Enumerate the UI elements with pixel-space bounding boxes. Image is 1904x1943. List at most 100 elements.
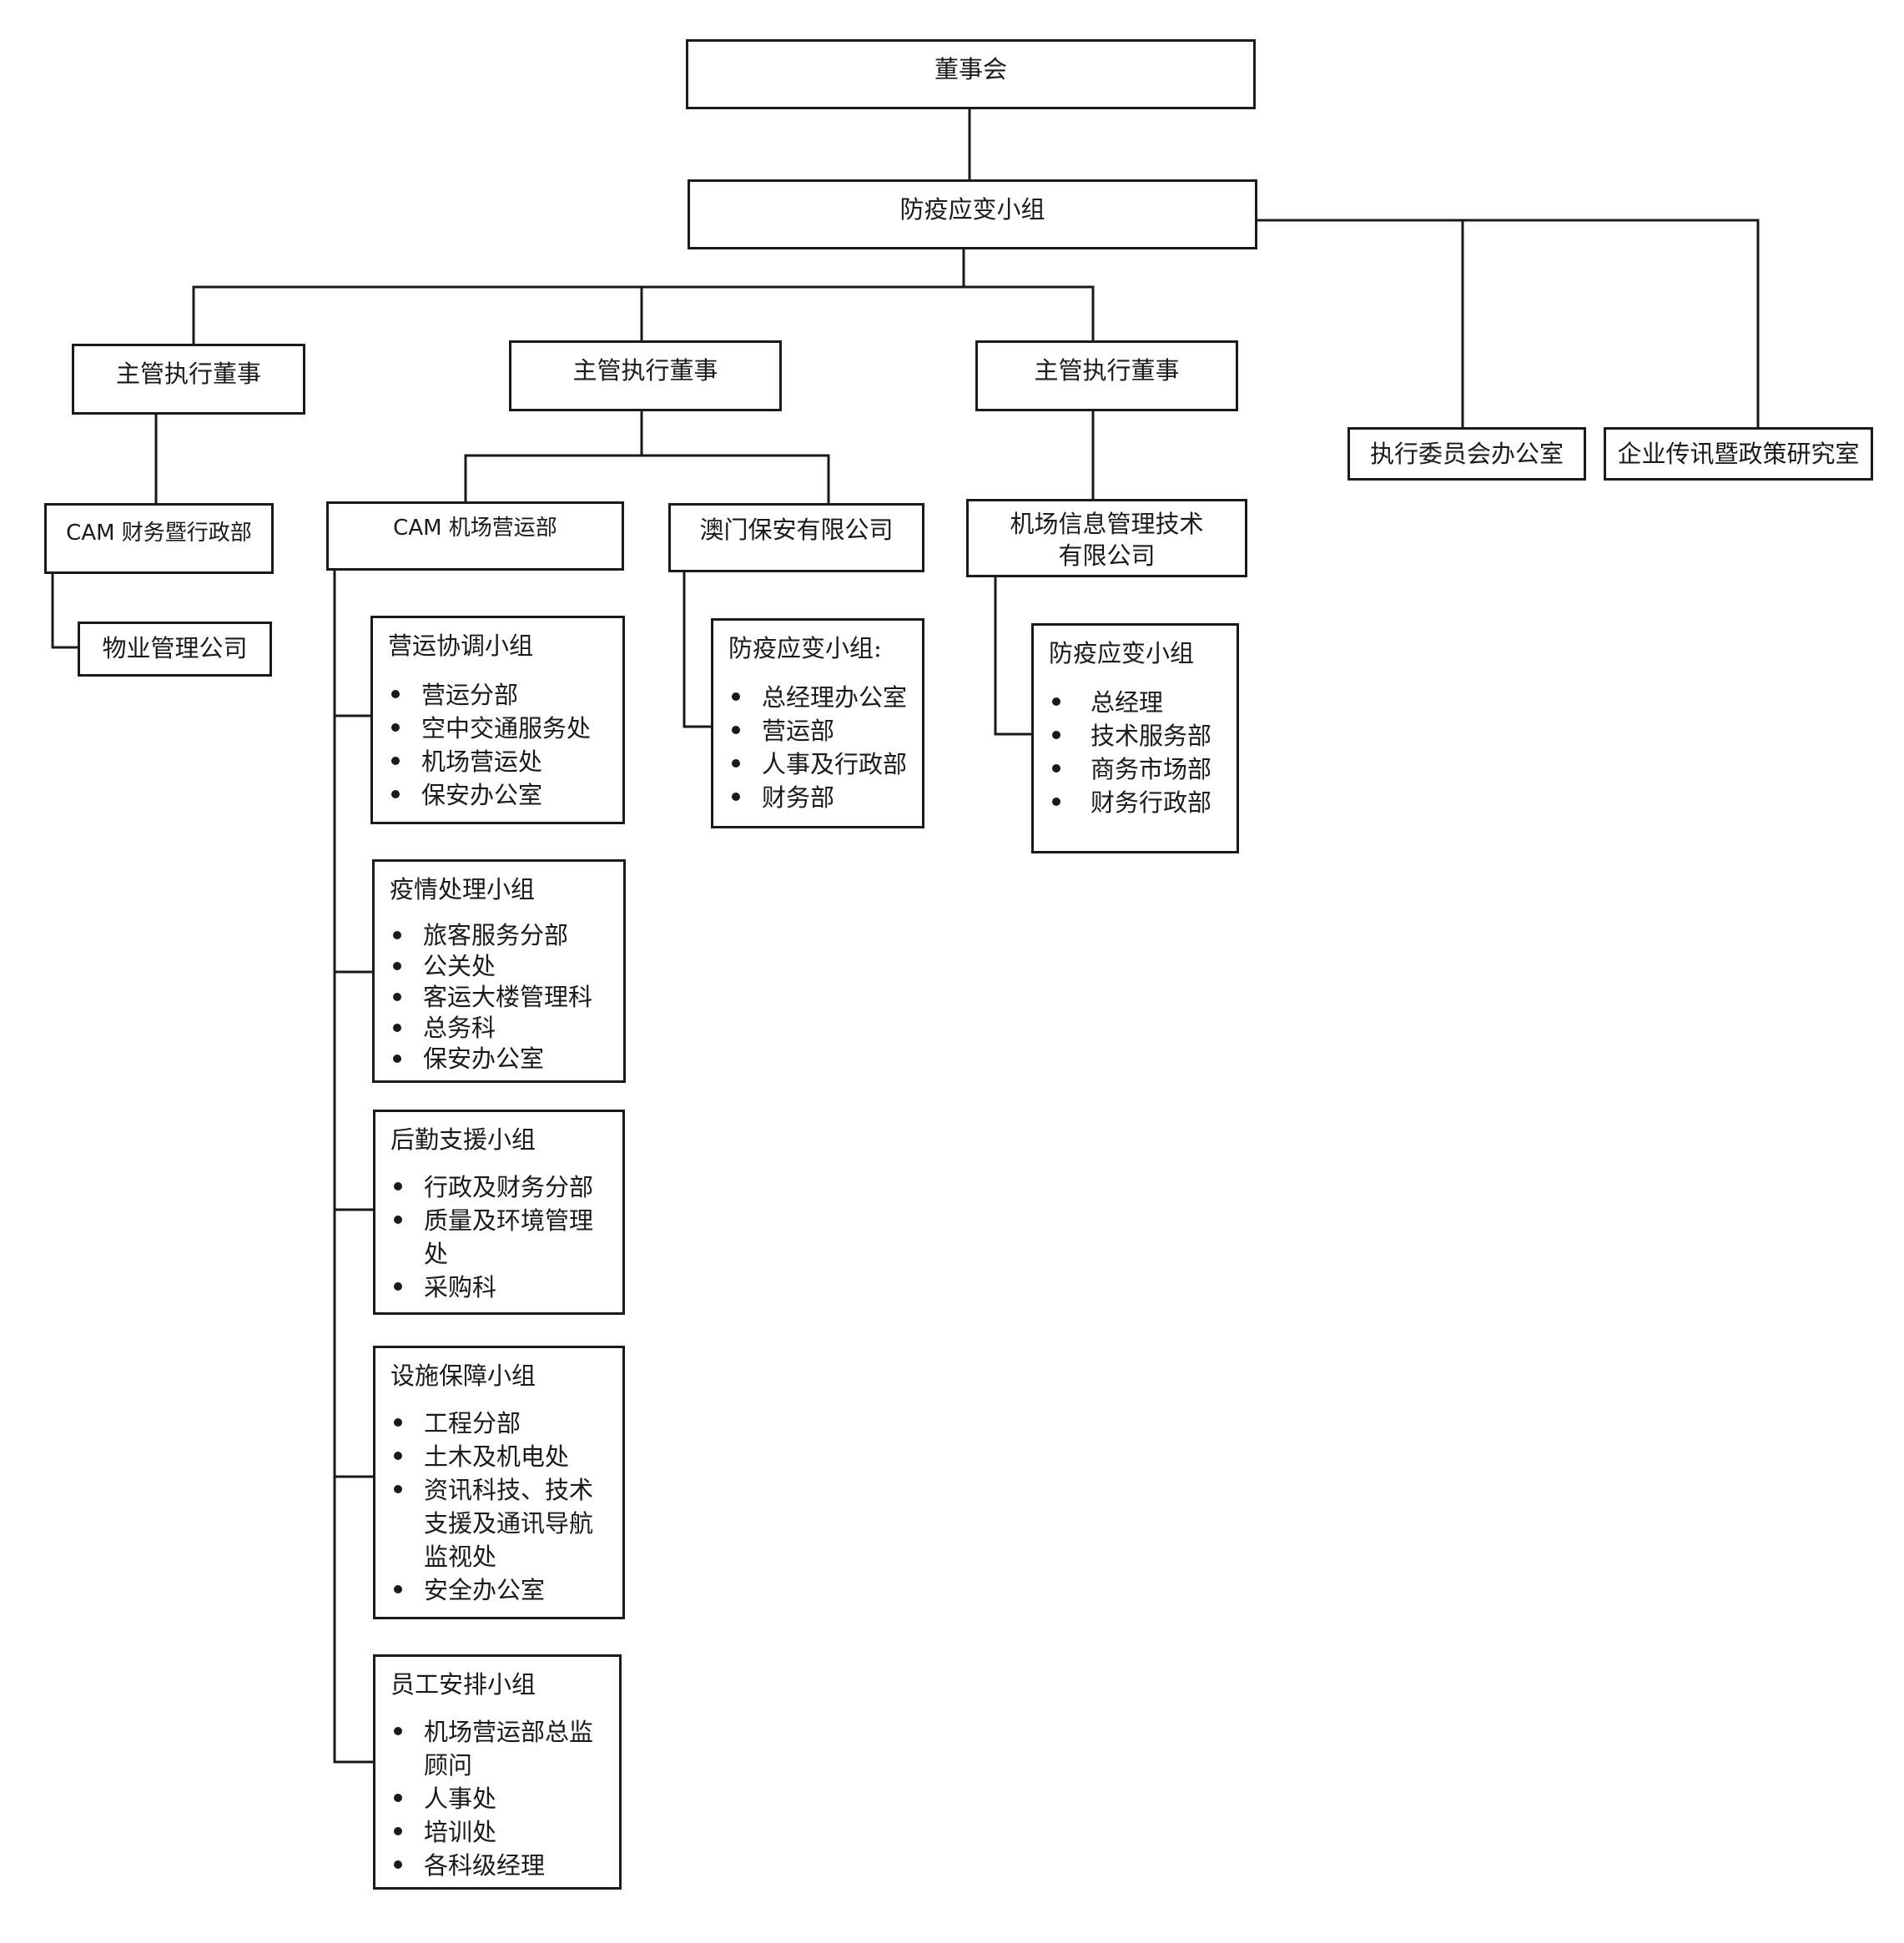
list-item-text: 营运部 <box>762 717 835 745</box>
task-force-title: 防疫应变小组 <box>899 195 1045 224</box>
bullet-icon <box>393 993 401 1001</box>
list-item: 技术服务部 <box>1047 719 1230 753</box>
director-title-left: 主管执行董事 <box>115 360 261 388</box>
bullet-icon <box>394 1182 402 1190</box>
airport-ops-title: CAM 机场营运部 <box>393 516 557 541</box>
list-item: 土木及机电处 <box>389 1440 604 1473</box>
security-company-box: 澳门保安有限公司 <box>668 503 924 572</box>
bullet-icon <box>394 1452 402 1460</box>
bullet-icon <box>1052 697 1060 706</box>
bullet-icon <box>1052 798 1060 806</box>
board-title: 董事会 <box>934 55 1007 83</box>
list-item: 资讯科技、技术支援及通讯导航监视处 <box>389 1473 604 1573</box>
list-item: 质量及环境管理处 <box>389 1204 604 1271</box>
board-box: 董事会 <box>686 39 1256 109</box>
bullet-icon <box>1052 731 1060 739</box>
list-item-text: 行政及财务分部 <box>424 1173 594 1201</box>
it-company-title-line1: 机场信息管理技术 <box>1010 510 1204 538</box>
list-item: 行政及财务分部 <box>389 1170 604 1204</box>
security-task-group: 防疫应变小组: 总经理办公室 营运部 人事及行政部 财务部 <box>711 618 924 828</box>
bullet-icon <box>393 931 401 939</box>
list-item-text: 各科级经理 <box>424 1851 546 1880</box>
exec-office-title: 执行委员会办公室 <box>1369 440 1564 468</box>
bullet-icon <box>394 1827 402 1835</box>
list-item-text: 工程分部 <box>424 1409 521 1437</box>
list-item: 人事处 <box>389 1782 601 1815</box>
facilities-title: 设施保障小组 <box>390 1362 536 1390</box>
property-mgmt-box: 物业管理公司 <box>78 622 272 677</box>
security-company-title: 澳门保安有限公司 <box>699 516 894 544</box>
list-item: 财务行政部 <box>1047 786 1230 819</box>
bullet-icon <box>394 1216 402 1224</box>
list-item-text: 旅客服务分部 <box>423 921 569 949</box>
bullet-icon <box>394 1585 402 1593</box>
list-item-text: 安全办公室 <box>424 1576 546 1604</box>
bullet-icon <box>394 1418 402 1427</box>
list-item-text: 保安办公室 <box>423 1044 545 1073</box>
list-item-text: 总经理 <box>1091 688 1164 717</box>
list-item-text: 技术服务部 <box>1091 722 1212 750</box>
finance-admin-box: CAM 财务暨行政部 <box>44 503 274 574</box>
exec-office-box: 执行委员会办公室 <box>1347 427 1586 481</box>
list-item-text: 保安办公室 <box>421 781 543 809</box>
epidemic-group: 疫情处理小组 旅客服务分部 公关处 客运大楼管理科 总务科 保安办公室 <box>372 859 626 1083</box>
list-item-text: 质量及环境管理处 <box>424 1206 594 1268</box>
list-item: 总经理办公室 <box>727 681 915 714</box>
list-item-text: 培训处 <box>424 1818 497 1846</box>
list-item-text: 客运大楼管理科 <box>423 983 593 1011</box>
bullet-icon <box>732 726 740 734</box>
list-item-text: 营运分部 <box>421 681 519 709</box>
list-item: 公关处 <box>388 951 617 982</box>
list-item-text: 总经理办公室 <box>762 683 908 712</box>
ops-coord-group: 营运协调小组 营运分部 空中交通服务处 机场营运处 保安办公室 <box>370 616 625 824</box>
list-item: 采购科 <box>389 1271 604 1304</box>
list-item: 营运部 <box>727 714 915 748</box>
bullet-icon <box>391 790 400 798</box>
logistics-group: 后勤支援小组 行政及财务分部 质量及环境管理处 采购科 <box>373 1110 625 1315</box>
bullet-icon <box>394 1282 402 1291</box>
facilities-group: 设施保障小组 工程分部 土木及机电处 资讯科技、技术支援及通讯导航监视处 安全办… <box>373 1346 625 1619</box>
list-item-text: 土木及机电处 <box>424 1442 570 1471</box>
list-item-text: 财务行政部 <box>1091 788 1212 817</box>
bullet-icon <box>732 793 740 801</box>
property-mgmt-title: 物业管理公司 <box>102 634 248 662</box>
bullet-icon <box>394 1794 402 1802</box>
list-item: 空中交通服务处 <box>386 712 616 745</box>
list-item-text: 空中交通服务处 <box>421 714 592 742</box>
list-item: 营运分部 <box>386 678 616 712</box>
list-item-text: 总务科 <box>423 1014 496 1042</box>
list-item: 工程分部 <box>389 1407 604 1440</box>
ops-coord-title: 营运协调小组 <box>388 632 534 660</box>
bullet-icon <box>391 690 400 698</box>
bullet-icon <box>391 757 400 765</box>
bullet-icon <box>391 723 400 732</box>
list-item: 保安办公室 <box>388 1044 617 1075</box>
policy-office-box: 企业传讯暨政策研究室 <box>1604 427 1873 481</box>
list-item-text: 人事处 <box>424 1784 497 1813</box>
director-title-right: 主管执行董事 <box>1034 356 1180 385</box>
list-item: 人事及行政部 <box>727 748 915 781</box>
bullet-icon <box>732 692 740 701</box>
director-box-left: 主管执行董事 <box>72 344 305 415</box>
bullet-icon <box>393 1024 401 1032</box>
it-task-group: 防疫应变小组 总经理 技术服务部 商务市场部 财务行政部 <box>1031 623 1239 853</box>
list-item: 商务市场部 <box>1047 753 1230 786</box>
epidemic-title: 疫情处理小组 <box>390 875 536 904</box>
list-item: 培训处 <box>389 1815 601 1849</box>
it-company-box: 机场信息管理技术 有限公司 <box>966 499 1247 577</box>
ops-coord-list: 营运分部 空中交通服务处 机场营运处 保安办公室 <box>386 678 616 812</box>
list-item-text: 采购科 <box>424 1273 497 1301</box>
list-item: 安全办公室 <box>389 1573 604 1607</box>
list-item-text: 财务部 <box>762 783 835 812</box>
staff-group: 员工安排小组 机场营运部总监顾问 人事处 培训处 各科级经理 <box>373 1654 622 1890</box>
list-item: 各科级经理 <box>389 1849 601 1882</box>
bullet-icon <box>732 759 740 768</box>
list-item: 旅客服务分部 <box>388 920 617 951</box>
finance-admin-title: CAM 财务暨行政部 <box>66 521 252 546</box>
security-task-list: 总经理办公室 营运部 人事及行政部 财务部 <box>727 681 915 814</box>
policy-office-title: 企业传讯暨政策研究室 <box>1617 440 1860 468</box>
logistics-title: 后勤支援小组 <box>390 1125 536 1154</box>
list-item: 机场营运处 <box>386 745 616 778</box>
